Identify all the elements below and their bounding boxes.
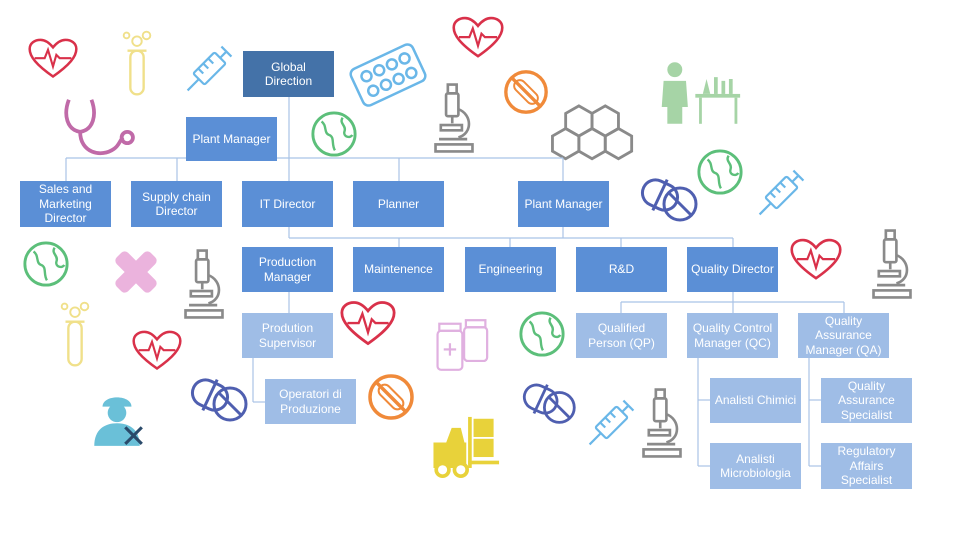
rnd-box: R&D xyxy=(576,247,667,292)
qa-manager-box: Quality Assurance Manager (QA) xyxy=(798,313,889,358)
analisti-microbiologia-box: Analisti Microbiologia xyxy=(710,443,801,489)
operatori-di-produzione-box: Operatori di Produzione xyxy=(265,379,356,424)
quality-director-box: Quality Director xyxy=(687,247,778,292)
qa-specialist-box: Quality Assurance Specialist xyxy=(821,378,912,423)
it-director-box: IT Director xyxy=(242,181,333,227)
plant-manager-box: Plant Manager xyxy=(518,181,609,227)
sales-marketing-director-box: Sales and Marketing Director xyxy=(20,181,111,227)
production-manager-box: Production Manager xyxy=(242,247,333,292)
engineering-box: Engineering xyxy=(465,247,556,292)
qc-manager-box: Quality Control Manager (QC) xyxy=(687,313,778,358)
production-supervisor-box: Prodution Supervisor xyxy=(242,313,333,358)
plant-manager-top-box: Plant Manager xyxy=(186,117,277,161)
planner-box: Planner xyxy=(353,181,444,227)
qualified-person-box: Qualified Person (QP) xyxy=(576,313,667,358)
supply-chain-director-box: Supply chain Director xyxy=(131,181,222,227)
global-direction-box: Global Direction xyxy=(243,51,334,97)
maintenence-box: Maintenence xyxy=(353,247,444,292)
regulatory-affairs-box: Regulatory Affairs Specialist xyxy=(821,443,912,489)
analisti-chimici-box: Analisti Chimici xyxy=(710,378,801,423)
